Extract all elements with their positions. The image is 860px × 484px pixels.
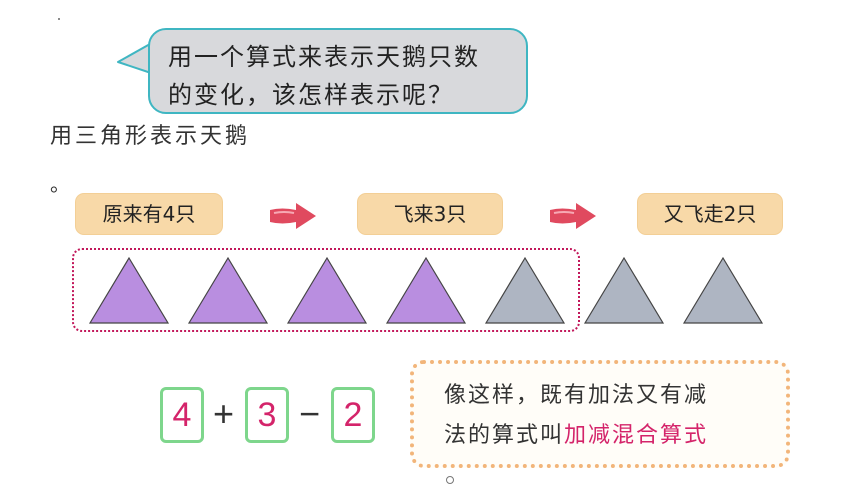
- equation-number-card: 2: [331, 387, 375, 443]
- definition-note: 像这样，既有加法又有减 法的算式叫加减混合算式: [410, 360, 790, 468]
- note-line-2: 法的算式叫加减混合算式: [444, 416, 786, 456]
- step-tag-original: 原来有4只: [76, 194, 222, 234]
- note-line-1: 像这样，既有加法又有减: [444, 383, 709, 408]
- equation-number-card: 4: [160, 387, 204, 443]
- bubble-line-2: 的变化，该怎样表示呢？: [168, 81, 454, 109]
- speech-bubble: 用一个算式来表示天鹅只数 的变化，该怎样表示呢？: [148, 28, 528, 114]
- decor-circle: [446, 476, 454, 484]
- minus-operator: −: [299, 393, 321, 434]
- step-tag-fly-away: 又飞走2只: [638, 194, 782, 234]
- decor-dot: [58, 18, 60, 20]
- plus-operator: +: [213, 393, 235, 434]
- note-line-2-prefix: 法的算式叫: [444, 423, 565, 448]
- swan-triangle-gray: [583, 256, 665, 324]
- intro-text: 用三角形表示天鹅: [50, 124, 251, 149]
- swan-triangle-gray: [682, 256, 764, 324]
- bubble-line-1: 用一个算式来表示天鹅只数: [168, 43, 480, 71]
- triangle-group-outline: [72, 248, 580, 332]
- intro-punctuation: 。: [50, 172, 70, 196]
- step-tag-fly-in: 飞来3只: [358, 194, 502, 234]
- note-highlight-term: 加减混合算式: [564, 423, 709, 448]
- arrow-right-icon: [550, 203, 596, 229]
- arrow-right-icon: [270, 203, 316, 229]
- equation-number-card: 3: [245, 387, 289, 443]
